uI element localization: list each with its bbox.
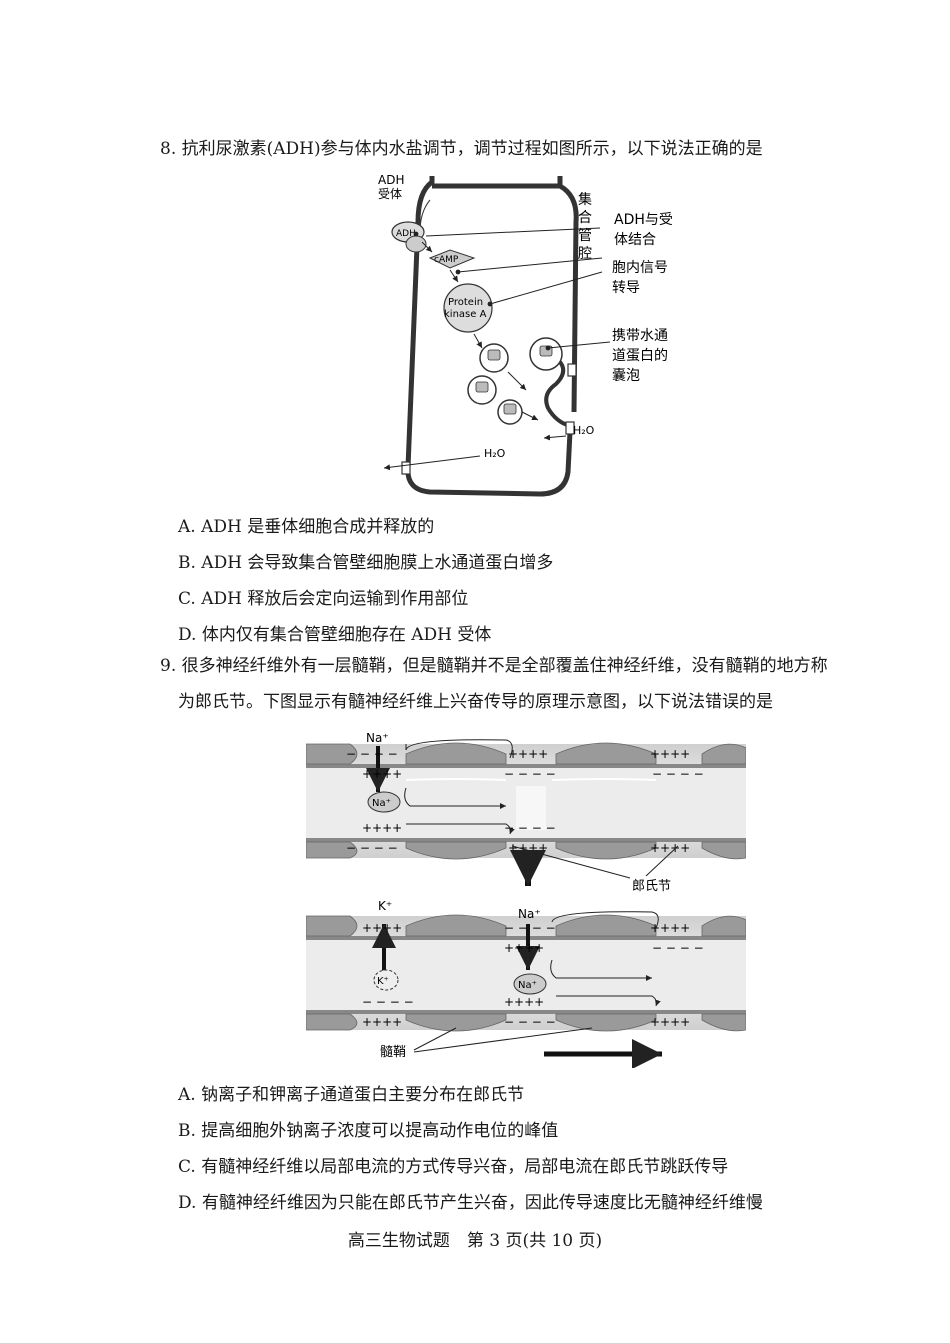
charge-label: ++++ [362, 821, 402, 835]
water-label-right: H₂O [573, 424, 595, 437]
charge-label: − − − − [504, 821, 556, 835]
cell-membrane [405, 176, 573, 497]
question-8-stem: 8. 抗利尿激素(ADH)参与体内水盐调节，调节过程如图所示，以下说法正确的是 [160, 139, 763, 159]
charge-label: − − − − [504, 767, 556, 781]
charge-label: − − − − [652, 767, 704, 781]
charge-label: − − − − [362, 995, 414, 1009]
camp-label: cAMP [434, 255, 459, 265]
na-label-bottom: Na⁺ [518, 907, 541, 921]
fiber-top [306, 742, 746, 860]
water-label-left: H₂O [484, 447, 506, 460]
charge-label: ++++ [650, 747, 690, 761]
charge-label: ++++ [650, 1015, 690, 1029]
nerve-fiber-figure: Na⁺ Na⁺ − − − − ++++ ++++ ++++ − − − − −… [306, 731, 746, 1068]
charge-label: ++++ [504, 995, 544, 1009]
charge-label: ++++ [508, 841, 548, 855]
myelin-sheath-icon [306, 914, 746, 1032]
charge-label: − − − − [346, 747, 398, 761]
charge-label: ++++ [508, 747, 548, 761]
lumen-label: 集 合 管 腔 [578, 191, 596, 262]
na-ion-top: Na⁺ [372, 798, 391, 809]
na-ion-bottom: Na⁺ [518, 980, 537, 991]
question-9-stem-line1: 9. 很多神经纤维外有一层髓鞘，但是髓鞘并不是全部覆盖住神经纤维，没有髓鞘的地方… [160, 656, 828, 676]
charge-label: ++++ [362, 767, 402, 781]
q8-option-a: A. ADH 是垂体细胞合成并释放的 [178, 517, 435, 537]
na-label-top: Na⁺ [366, 731, 389, 745]
k-label: K⁺ [378, 899, 392, 913]
adh-label: ADH [396, 229, 416, 239]
charge-label: ++++ [362, 1015, 402, 1029]
q9-option-a: A. 钠离子和钾离子通道蛋白主要分布在郎氏节 [178, 1085, 525, 1105]
q8-option-c: C. ADH 释放后会定向运输到作用部位 [178, 589, 469, 609]
k-ion: K⁺ [377, 976, 389, 987]
q8-option-b: B. ADH 会导致集合管壁细胞膜上水通道蛋白增多 [178, 553, 554, 573]
q9-option-c: C. 有髓神经纤维以局部电流的方式传导兴奋，局部电流在郎氏节跳跃传导 [178, 1157, 729, 1177]
charge-label: − − − − [346, 841, 398, 855]
question-9-stem-line2: 为郎氏节。下图显示有髓神经纤维上兴奋传导的原理示意图，以下说法错误的是 [178, 692, 773, 712]
charge-label: − − − − [504, 921, 556, 935]
charge-label: − − − − [504, 1015, 556, 1029]
binding-label: ADH与受 体结合 [614, 212, 677, 248]
protein-kinase-icon [443, 283, 493, 333]
signal-label: 胞内信号 转导 [612, 260, 672, 296]
camp-icon [428, 249, 476, 269]
myelin-sheath-icon [306, 742, 746, 860]
q8-option-d: D. 体内仅有集合管壁细胞存在 ADH 受体 [178, 625, 492, 645]
charge-label: − − − − [652, 941, 704, 955]
vesicle-label: 携带水通 道蛋白的 囊泡 [612, 328, 672, 384]
charge-label: ++++ [504, 941, 544, 955]
q9-option-d: D. 有髓神经纤维因为只能在郎氏节产生兴奋，因此传导速度比无髓神经纤维慢 [178, 1193, 763, 1213]
charge-label: ++++ [362, 921, 402, 935]
myelin-label: 髓鞘 [380, 1045, 406, 1060]
node-label: 郎氏节 [632, 879, 671, 894]
charge-label: ++++ [650, 841, 690, 855]
q9-option-b: B. 提高细胞外钠离子浓度可以提高动作电位的峰值 [178, 1121, 559, 1141]
cell-right-wall [557, 176, 579, 413]
page-footer: 高三生物试题 第 3 页(共 10 页) [347, 1231, 603, 1251]
charge-label: ++++ [650, 921, 690, 935]
